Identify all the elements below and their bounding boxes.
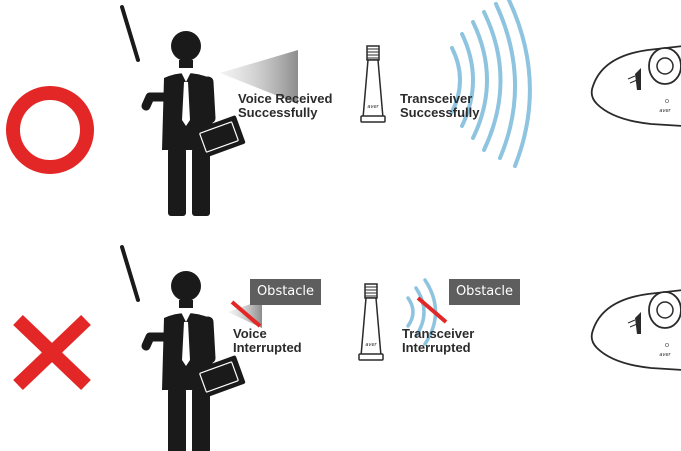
voice-status-label: Voice Interrupted <box>233 327 302 355</box>
transceiver-status-line2: Interrupted <box>402 340 471 355</box>
signal-waves <box>450 0 532 168</box>
voice-status-line1: Voice <box>233 326 267 341</box>
transceiver-status-label: Transceiver Interrupted <box>402 327 474 355</box>
obstacle-box-transceiver: Obstacle <box>449 279 520 305</box>
voice-status-line1: Voice Received <box>238 91 333 106</box>
obstacle-line-voice <box>230 300 262 328</box>
correct-circle-icon <box>6 86 94 174</box>
presenter-icon <box>122 247 246 451</box>
incorrect-cross-icon <box>13 314 91 391</box>
voice-status-line2: Successfully <box>238 105 318 120</box>
camera-icon <box>590 289 681 371</box>
microphone-icon <box>360 45 386 123</box>
voice-status-label: Voice Received Successfully <box>238 92 332 120</box>
transceiver-status-line2: Successfully <box>400 105 480 120</box>
obstacle-box-voice: Obstacle <box>250 279 321 305</box>
presenter-icon <box>122 7 246 216</box>
transceiver-status-line1: Transceiver <box>402 326 475 341</box>
transceiver-status-label: Transceiver Successfully <box>400 92 480 120</box>
transceiver-status-line1: Transceiver <box>400 91 473 106</box>
voice-status-line2: Interrupted <box>233 340 302 355</box>
obstacle-line-transceiver <box>416 296 448 324</box>
camera-icon <box>590 45 681 127</box>
microphone-icon <box>358 283 384 361</box>
voice-cone <box>220 50 298 104</box>
